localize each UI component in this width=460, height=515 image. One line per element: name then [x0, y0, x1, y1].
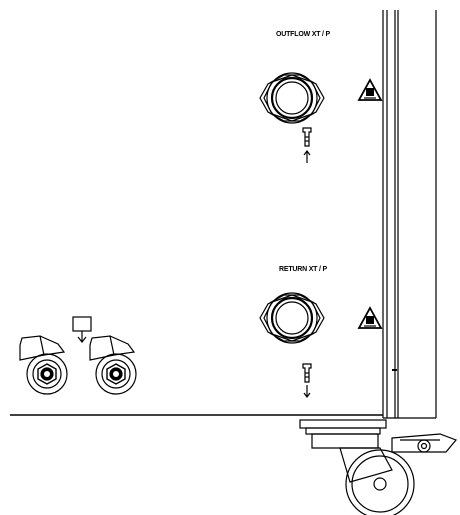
- return-connector: [259, 292, 325, 344]
- return-hose-arrow-down-icon: [302, 363, 312, 398]
- return-label: RETURN XT / P: [279, 266, 327, 273]
- caster-detail-locked: [89, 335, 137, 395]
- outflow-hose-arrow-up-icon: [302, 127, 312, 163]
- outflow-label: OUTFLOW XT / P: [276, 31, 330, 38]
- outflow-connector: [259, 72, 325, 124]
- caster-detail-unlocked: [19, 335, 68, 395]
- return-warning-triangle-icon: [357, 306, 383, 329]
- large-caster-wheel: [299, 419, 458, 515]
- outflow-warning-triangle-icon: [357, 78, 383, 101]
- lock-caster-arrow-icon: [72, 316, 92, 343]
- cabinet-side-panel: [382, 10, 437, 419]
